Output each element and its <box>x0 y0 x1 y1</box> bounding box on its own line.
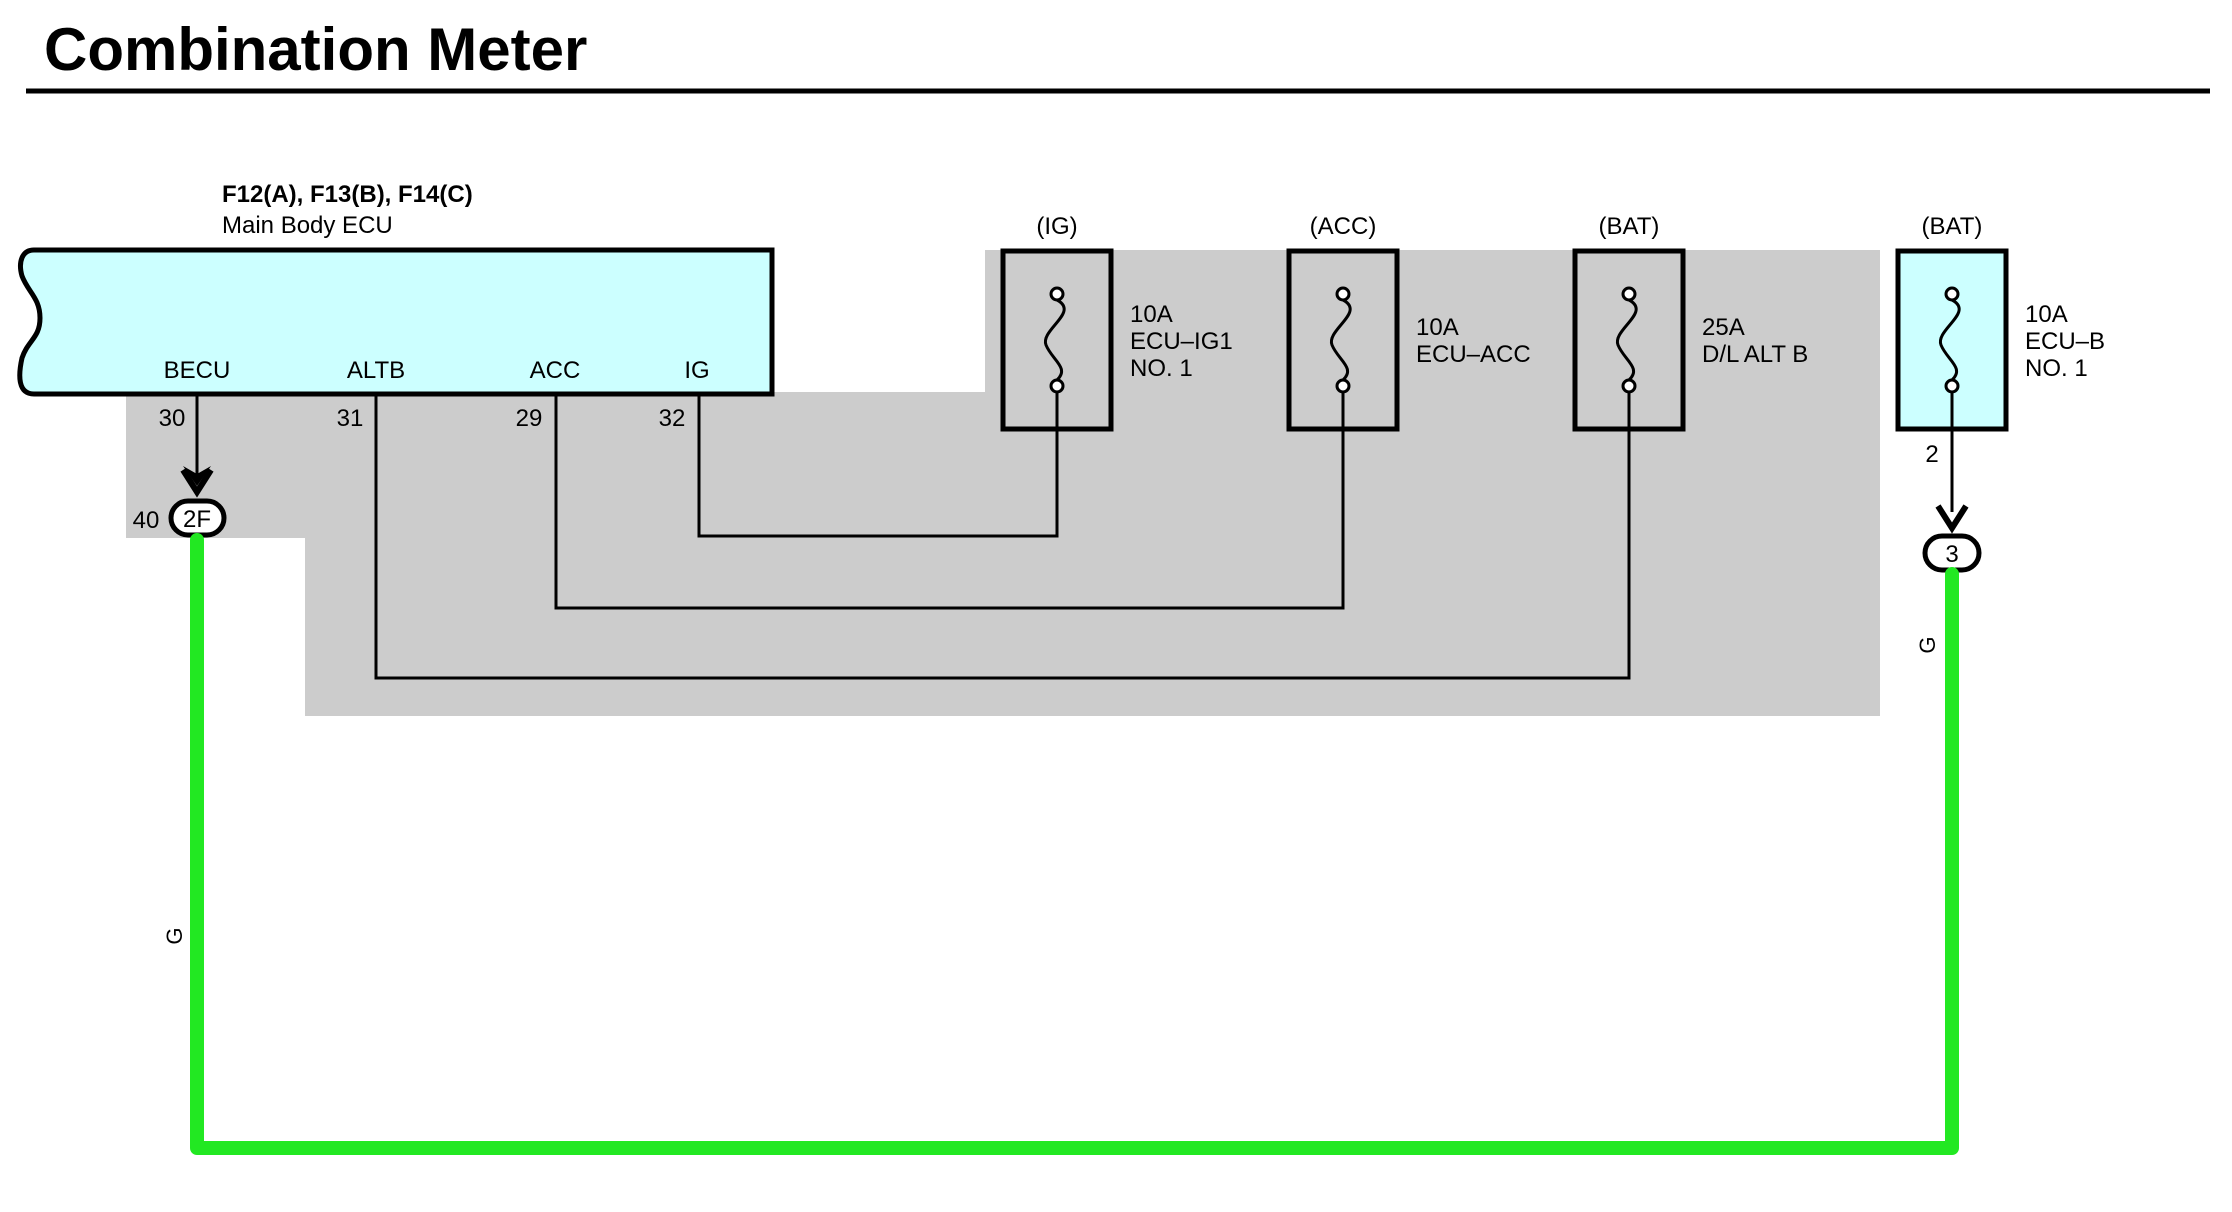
fuse-terminal-icon <box>1049 286 1065 302</box>
fuse-ecu-b-name: ECU–B <box>2025 328 2105 355</box>
wire-ig <box>697 386 1059 538</box>
fuse-ig-name: ECU–IG1 <box>1130 328 1233 355</box>
fuse-terminal-icon <box>1944 286 1960 302</box>
fuse-link-icon <box>1329 298 1352 382</box>
connector-arrow-icon <box>1935 504 1969 534</box>
junction-pin-2: 2 <box>1925 441 1938 468</box>
pin-number-30: 30 <box>159 405 186 432</box>
fuse-ig-number: NO. 1 <box>1130 355 1193 382</box>
page-title: Combination Meter <box>44 16 587 83</box>
pin-number-31: 31 <box>337 405 364 432</box>
wire-altb <box>374 386 1631 680</box>
fuse-ig-rating: 10A <box>1130 301 1173 328</box>
ecu-connectors-label: F12(A), F13(B), F14(C) <box>222 181 473 208</box>
junction-block-shade <box>126 250 1880 716</box>
fuse-dl-alt-b-name: D/L ALT B <box>1702 341 1808 368</box>
pin-number-29: 29 <box>516 405 543 432</box>
fuse-terminal-icon <box>1621 286 1637 302</box>
ecu-terminal-altb: ALTB <box>347 357 405 384</box>
wire-color-label-right: G <box>1915 636 1940 653</box>
pin-number-32: 32 <box>659 405 686 432</box>
fuse-dl-alt-b-power: (BAT) <box>1599 213 1660 240</box>
ecu-terminal-ig: IG <box>684 357 709 384</box>
fuse-ecu-b-rating: 10A <box>2025 301 2068 328</box>
fuse-terminal-icon <box>1621 378 1637 394</box>
junction-label-2f: 2F <box>183 506 211 533</box>
ecu-name-label: Main Body ECU <box>222 212 393 239</box>
fuse-terminal-icon <box>1049 378 1065 394</box>
fuse-acc-name: ECU–ACC <box>1416 341 1531 368</box>
fuse-ecu-b-power: (BAT) <box>1922 213 1983 240</box>
main-body-ecu <box>17 247 775 397</box>
fuse-terminal-icon <box>1944 378 1960 394</box>
fuse-terminal-icon <box>1335 378 1351 394</box>
junction-pin-40: 40 <box>133 507 160 534</box>
fuse-acc-rating: 10A <box>1416 314 1459 341</box>
ecu-terminal-becu: BECU <box>164 357 231 384</box>
fuse-link-icon <box>1615 298 1638 382</box>
fuse-link-icon <box>1043 298 1066 382</box>
arrow-down-icon <box>183 466 211 486</box>
ecu-terminal-acc: ACC <box>530 357 581 384</box>
fuse-link-icon <box>1938 298 1961 382</box>
fuse-acc-power: (ACC) <box>1310 213 1377 240</box>
connector-arrow-icon <box>180 468 214 498</box>
wire-color-label-left: G <box>162 927 187 944</box>
junction-label-3: 3 <box>1945 541 1958 568</box>
wire-acc <box>554 386 1345 610</box>
fuse-dl-alt-b-rating: 25A <box>1702 314 1745 341</box>
fuse-terminal-icon <box>1335 286 1351 302</box>
fuse-ecu-b-number: NO. 1 <box>2025 355 2088 382</box>
fuse-ig-power: (IG) <box>1036 213 1077 240</box>
wire-green-g <box>190 533 1959 1155</box>
